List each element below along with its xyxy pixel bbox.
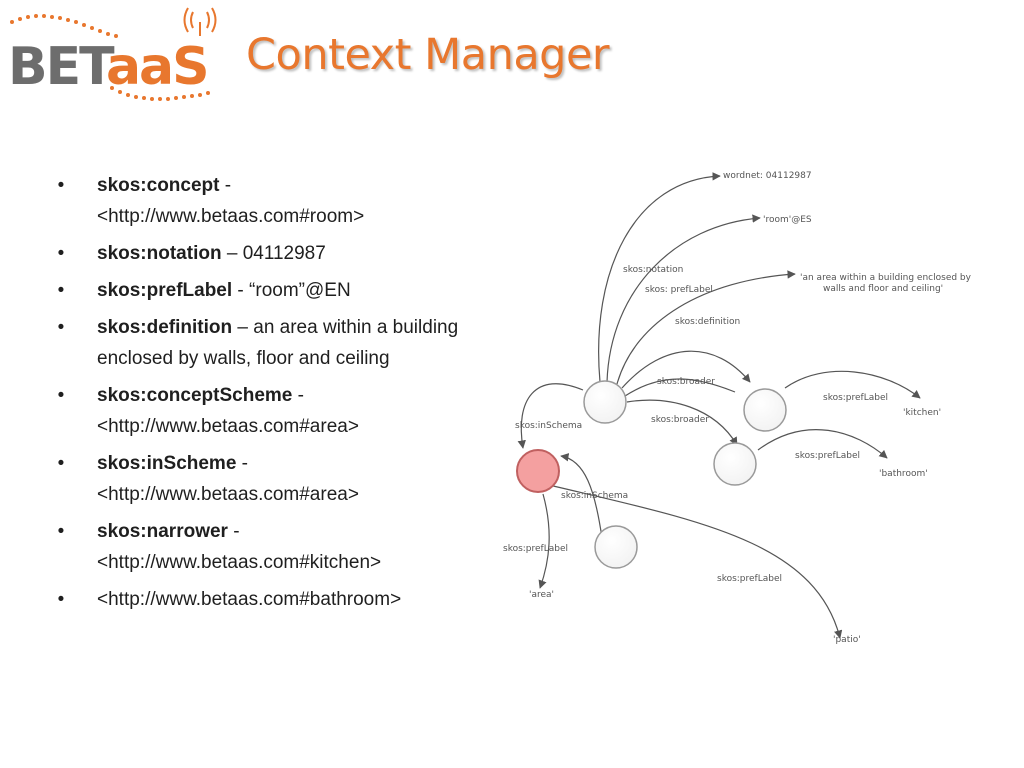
logo-dots (10, 14, 210, 101)
label-room-es: 'room'@ES (763, 215, 812, 225)
bullet-separator: – (232, 317, 254, 338)
bullet-value: “room”@EN (249, 280, 351, 301)
graph-nodes (516, 380, 787, 569)
bullet-term: skos:narrower (97, 521, 228, 542)
label-preflabel-kitchen: skos:prefLabel (823, 393, 888, 403)
edge-definition (621, 350, 751, 389)
bullet-item: • skos:notation – 04112987 (56, 238, 506, 269)
bullet-marker: • (57, 521, 65, 542)
node-room (583, 380, 627, 424)
bullet-value: <http://www.betaas.com#kitchen> (97, 552, 382, 573)
label-broader-1: skos:broader (657, 377, 715, 387)
bullet-term: skos:inScheme (97, 453, 237, 474)
skos-graph-diagram: wordnet: 04112987 'room'@ES skos:notatio… (503, 171, 972, 645)
betaas-logo: BETaaS (8, 7, 217, 101)
edge-preflabel-main (616, 270, 796, 385)
bullet-marker: • (57, 317, 65, 338)
edge-preflabel-bathroom (757, 429, 888, 459)
bullet-value: <http://www.betaas.com#area> (97, 484, 359, 505)
label-inschema-1: skos:inSchema (515, 421, 582, 431)
bullet-separator: - (236, 453, 249, 474)
label-preflabel-bathroom: skos:prefLabel (795, 451, 860, 461)
bullet-item: • skos:inScheme - <http://www.betaas.com#a… (56, 448, 506, 510)
bullet-item: • skos:prefLabel - “room”@EN (56, 275, 506, 306)
label-definition: skos:definition (675, 317, 740, 327)
svg-text:BETaaS: BETaaS (8, 37, 208, 97)
label-wordnet: wordnet: 04112987 (723, 171, 812, 181)
node-bathroom (713, 442, 757, 486)
bullet-term: skos:conceptScheme (97, 385, 293, 406)
label-notation: skos:notation (623, 265, 683, 275)
bullet-marker: • (57, 280, 65, 301)
node-kitchen (743, 388, 787, 432)
edge-preflabel-kitchen (784, 370, 921, 399)
bullet-separator: - (219, 175, 232, 196)
bullet-value: an area within a building enclosed by wa… (97, 317, 459, 369)
bullet-separator: - (232, 280, 250, 301)
bullet-marker: • (57, 243, 65, 264)
graph-labels: wordnet: 04112987 'room'@ES skos:notatio… (503, 171, 972, 645)
antenna-icon (183, 7, 217, 36)
edge-broader-1 (624, 378, 736, 397)
bullet-separator: - (292, 385, 304, 406)
label-bathroom: 'bathroom' (879, 469, 928, 479)
logo-text-aas: aaS (106, 37, 208, 97)
label-broader-2: skos:broader (651, 415, 709, 425)
label-preflabel-area: skos:prefLabel (503, 544, 568, 554)
label-inschema-2: skos:inSchema (561, 491, 628, 501)
bullet-term: skos:notation (97, 243, 222, 264)
edge-inschema-1 (517, 383, 584, 449)
label-patio: 'patio' (833, 635, 861, 645)
bullet-item: • skos:concept - <http://www.betaas.com#ro… (56, 170, 506, 232)
edge-broader-2 (626, 399, 738, 446)
graph-edges (517, 172, 921, 639)
bullet-value: <http://www.betaas.com#room> (97, 206, 365, 227)
bullet-value: <http://www.betaas.com#area> (97, 416, 359, 437)
label-definition-text-1: 'an area within a building enclosed by (800, 273, 972, 283)
edge-room-es (606, 214, 761, 383)
edge-inschema-2 (560, 453, 603, 539)
bullet-marker: • (57, 385, 65, 406)
edge-preflabel-patio (544, 483, 843, 639)
label-kitchen: 'kitchen' (903, 408, 941, 418)
bullet-value: <http://www.betaas.com#bathroom> (97, 589, 402, 610)
slide-title: Context Manager (246, 30, 610, 80)
bullet-term: skos:prefLabel (97, 280, 233, 301)
label-preflabel-patio: skos:prefLabel (717, 574, 782, 584)
logo-text-bet: BET (8, 37, 115, 97)
bullet-marker: • (57, 589, 65, 610)
label-definition-text-2: walls and floor and ceiling' (823, 284, 943, 294)
label-preflabel-main: skos: prefLabel (645, 285, 713, 295)
bullet-item: • skos:conceptScheme - <http://www.betaas.… (56, 380, 506, 442)
bullet-item: • skos:definition – an area within a buil… (56, 312, 506, 374)
bullet-marker: • (57, 453, 65, 474)
bullet-separator: – (221, 243, 243, 264)
label-area: 'area' (529, 590, 554, 600)
node-area (516, 449, 560, 493)
bullet-item: • skos:narrower - <http://www.betaas.com#k… (56, 516, 506, 578)
bullet-item: • <http://www.betaas.com#bathroom> (56, 584, 506, 615)
edge-preflabel-area (538, 493, 550, 589)
node-patio (594, 525, 638, 569)
bullet-marker: • (57, 175, 65, 196)
bullet-value: 04112987 (242, 243, 326, 264)
edge-notation (598, 172, 721, 383)
bullet-term: skos:concept (97, 175, 220, 196)
bullet-term: skos:definition (97, 317, 233, 338)
bullet-separator: - (227, 521, 240, 542)
bullet-list: • skos:concept - <http://www.betaas.com#ro… (56, 170, 506, 621)
